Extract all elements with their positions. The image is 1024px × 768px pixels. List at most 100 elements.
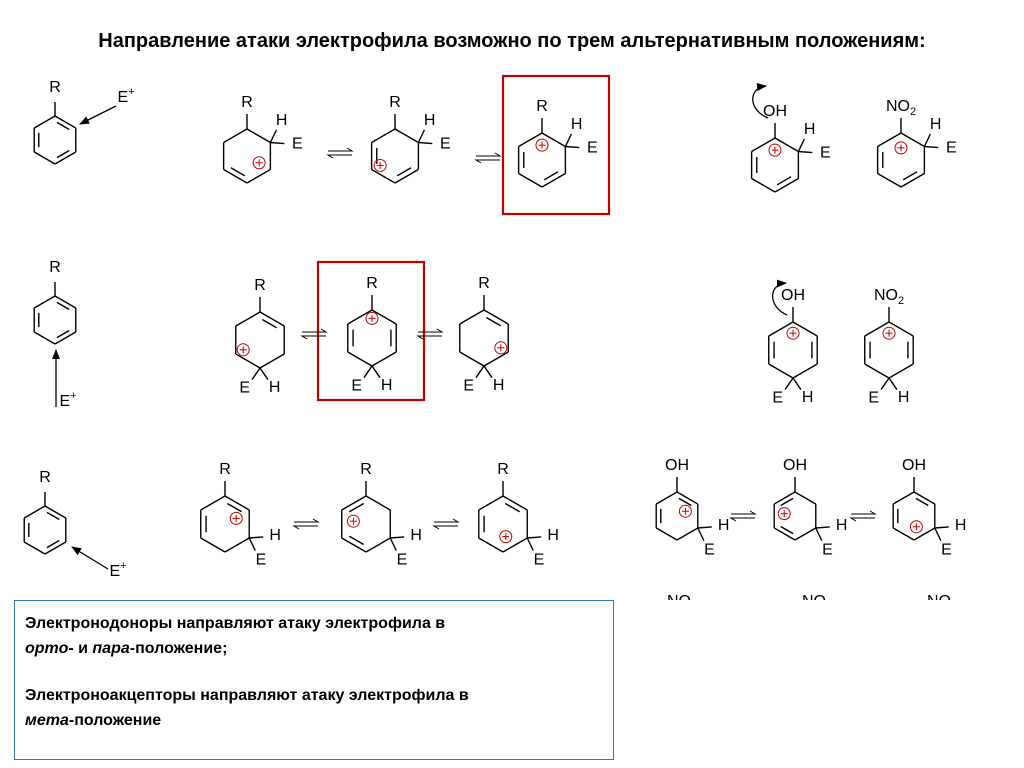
- h-label: H: [836, 517, 848, 534]
- e-label: E: [351, 378, 362, 395]
- substituent-r-label: R: [389, 94, 401, 111]
- substituent-r-label: R: [360, 461, 372, 478]
- e-label: E: [868, 390, 879, 407]
- h-label: H: [424, 112, 436, 129]
- note-line-3: Электроноакцепторы направляют атаку элек…: [25, 687, 469, 704]
- meta-sigma-complex-2: R HE: [341, 461, 422, 569]
- positive-charge-icon: [229, 511, 243, 525]
- substituent-r-label: R: [366, 275, 378, 292]
- highlight-box-para: [316, 260, 426, 402]
- positive-charge-icon: [678, 504, 692, 518]
- ortho-term: орто: [25, 640, 69, 657]
- e-label: E: [239, 380, 250, 397]
- benzene-ring-reactant-ortho: R E+: [33, 79, 135, 165]
- substituent-r-label: OH: [665, 457, 689, 474]
- positive-charge-icon: [499, 530, 513, 544]
- substituent-r-label: OH: [763, 103, 787, 120]
- note-line-2-rest: -положение;: [129, 640, 228, 657]
- nitro-group-label: NO2: [802, 593, 832, 600]
- nitro-group-label: NO2: [667, 593, 697, 600]
- e-label: E: [292, 136, 303, 153]
- benzene-ring-reactant-para: R E+: [33, 259, 77, 410]
- substituent-r-label: R: [219, 461, 231, 478]
- substituent-r-label: OH: [902, 457, 926, 474]
- e-label: E: [440, 136, 451, 153]
- meta-term: мета: [25, 712, 69, 729]
- substituent-r-label: OH: [783, 457, 807, 474]
- e-label: E: [822, 542, 833, 559]
- positive-charge-icon: [909, 520, 923, 534]
- page-title: Направление атаки электрофила возможно п…: [98, 30, 926, 52]
- e-label: E: [256, 552, 267, 569]
- h-label: H: [269, 379, 281, 396]
- phenol-ortho-complex: OH HE: [750, 103, 831, 193]
- substituent-r-label: R: [49, 79, 61, 96]
- ortho-sigma-complex-3: R HE: [517, 98, 598, 188]
- e-label: E: [534, 552, 545, 569]
- substituent-r-label: R: [241, 94, 253, 111]
- positive-charge-icon: [373, 158, 387, 172]
- positive-charge-icon: [882, 326, 896, 340]
- h-label: H: [381, 377, 393, 394]
- equilibrium-arrows: [292, 147, 877, 530]
- h-label: H: [547, 527, 559, 544]
- para-sigma-complex-2: R H E: [347, 275, 397, 395]
- substituent-r-label: R: [49, 259, 61, 276]
- positive-charge-icon: [252, 156, 266, 170]
- highlight-box-ortho: [501, 74, 611, 216]
- positive-charge-icon: [535, 138, 549, 152]
- phenol-meta-complex-1: OH HE: [655, 457, 730, 559]
- h-label: H: [804, 121, 816, 138]
- meta-sigma-complex-3: R HE: [478, 461, 559, 569]
- para-term: пара: [92, 640, 130, 657]
- nitro-group-label: NO2: [927, 593, 957, 600]
- attack-arrows: [52, 83, 788, 570]
- molecules: RE+RHERHERHEOHHENO2HERE+RHERHERHEOHHENO2…: [23, 79, 966, 600]
- phenol-meta-complex-2: OH HE: [773, 457, 848, 559]
- ortho-sigma-complex-2: R HE: [370, 94, 451, 184]
- para-sigma-complex-3: R H E: [459, 275, 509, 395]
- positive-charge-icon: [346, 514, 360, 528]
- h-label: H: [269, 527, 281, 544]
- e-label: E: [772, 390, 783, 407]
- reaction-scheme: RE+RHERHERHEOHHENO2HERE+RHERHERHEOHHENO2…: [23, 74, 966, 600]
- h-label: H: [718, 517, 730, 534]
- positive-charge-icon: [236, 343, 250, 357]
- para-sigma-complex-1: R H E: [235, 277, 285, 397]
- positive-charge-icon: [894, 141, 908, 155]
- positive-charge-icon: [786, 326, 800, 340]
- note-line-1: Электронодоноры направляют атаку электро…: [25, 615, 446, 632]
- h-label: H: [898, 389, 910, 406]
- h-label: H: [802, 389, 814, 406]
- e-label: E: [704, 542, 715, 559]
- substituent-r-label: R: [254, 277, 266, 294]
- meta-sigma-complex-1: R HE: [200, 461, 281, 569]
- h-label: H: [493, 377, 505, 394]
- h-label: H: [276, 112, 288, 129]
- summary-note: Электронодоноры направляют атаку электро…: [14, 600, 614, 760]
- positive-charge-icon: [365, 311, 379, 325]
- electrophile-label: E+: [59, 390, 76, 410]
- nitro-group-label: NO2: [886, 98, 916, 118]
- e-label: E: [587, 140, 598, 157]
- positive-charge-icon: [777, 507, 791, 521]
- electrophile-label: E+: [109, 560, 126, 580]
- h-label: H: [571, 116, 583, 133]
- e-label: E: [941, 542, 952, 559]
- e-label: E: [463, 378, 474, 395]
- substituent-r-label: R: [478, 275, 490, 292]
- electrophile-label: E+: [117, 86, 134, 106]
- h-label: H: [410, 527, 422, 544]
- e-label: E: [820, 145, 831, 162]
- substituent-r-label: R: [497, 461, 509, 478]
- note-and: - и: [68, 640, 93, 657]
- e-label: E: [397, 552, 408, 569]
- substituent-r-label: R: [536, 98, 548, 115]
- positive-charge-icon: [768, 143, 782, 157]
- e-label: E: [946, 140, 957, 157]
